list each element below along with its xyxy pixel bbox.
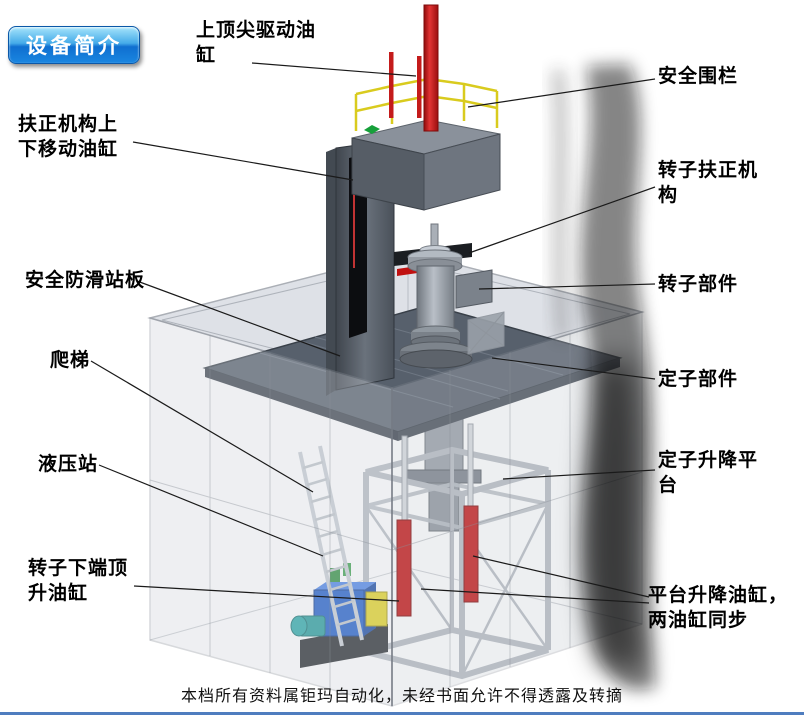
- watermark-text: 本档所有资料属钜玛自动化，未经书面允许不得透露及转摘: [180, 688, 623, 705]
- leader-platform-cyl-b: [420, 588, 650, 604]
- label-platform-cylinders: 平台升降油缸， 两油缸同步: [648, 585, 789, 631]
- leader-platform-cyl-a: [472, 555, 650, 598]
- platform-stand: [467, 311, 505, 355]
- lift-cylinder-right: [463, 505, 479, 603]
- label-centering-cylinder: 扶正机构上 下移动油缸: [18, 114, 119, 160]
- rotor-assembly: [394, 223, 493, 369]
- leader-lines: [90, 62, 656, 604]
- leader-hydraulic: [98, 464, 324, 557]
- leader-rotor-part: [478, 283, 656, 290]
- label-rotor-centering: 转子扶正机 构: [658, 160, 759, 206]
- station-base: [300, 624, 388, 668]
- leader-antislip: [136, 280, 341, 357]
- head-assembly: [351, 119, 501, 211]
- side-bracket: [455, 269, 493, 309]
- label-hydraulic-station: 液压站: [38, 454, 99, 475]
- top-drive-cylinder: [389, 4, 439, 132]
- green-indicator: [364, 125, 380, 134]
- leader-safety-fence: [467, 78, 656, 108]
- platform-lift-cylinders: [396, 423, 479, 617]
- device-intro-badge: 设备简介: [8, 26, 140, 64]
- label-antislip-board: 安全防滑站板: [25, 270, 146, 291]
- shadow-smear: [552, 64, 656, 690]
- lift-cylinder-left: [396, 519, 412, 617]
- label-rotor-part: 转子部件: [658, 274, 739, 295]
- label-stator-part: 定子部件: [658, 369, 739, 390]
- device-intro-badge-label: 设备简介: [26, 35, 122, 58]
- main-column: [326, 139, 395, 396]
- leader-stator-platform: [502, 469, 656, 480]
- leader-rotor-centering: [468, 186, 656, 254]
- label-safety-fence: 安全围栏: [658, 66, 739, 87]
- drive-rod-left: [389, 52, 394, 118]
- leader-rotor-jack: [133, 585, 400, 602]
- valve-block: [330, 568, 340, 584]
- label-top-drive-cylinder: 上顶尖驱动油 缸: [196, 20, 317, 66]
- leader-stator-part: [491, 357, 656, 380]
- bottom-divider: [0, 712, 804, 715]
- ladder: [298, 445, 364, 647]
- drive-rod-right: [417, 56, 422, 118]
- enclosure-box-front: [149, 310, 643, 708]
- drive-cylinder-body: [423, 4, 439, 132]
- leader-centering-cylinder: [132, 141, 354, 181]
- leader-ladder: [90, 360, 314, 493]
- label-stator-platform: 定子升降平 台: [658, 450, 759, 496]
- label-ladder: 爬梯: [50, 350, 91, 371]
- label-rotor-jack-cylinder: 转子下端顶 升油缸: [28, 558, 129, 604]
- leader-top-cylinder: [251, 62, 417, 77]
